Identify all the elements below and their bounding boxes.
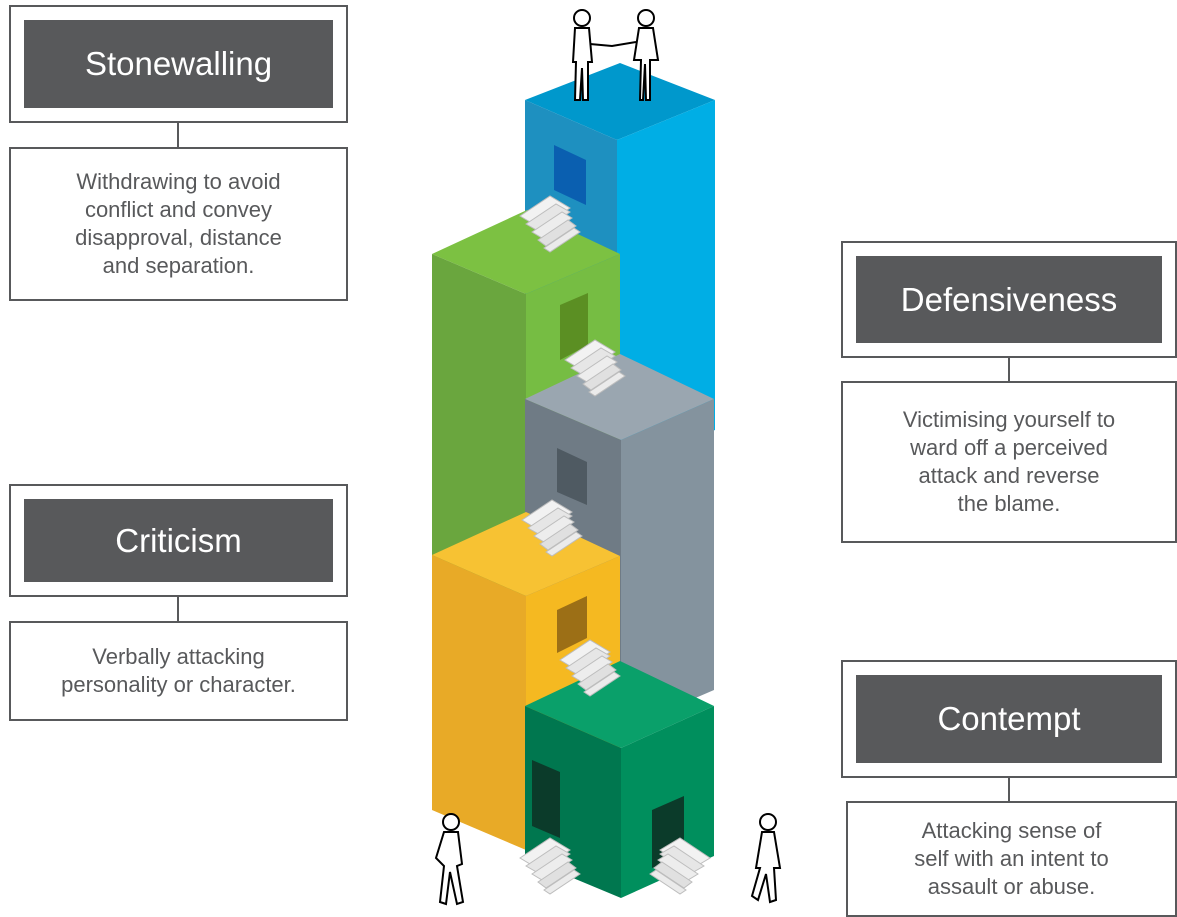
stonewalling-title: Stonewalling xyxy=(24,20,333,108)
criticism-description: Verbally attacking personality or charac… xyxy=(61,644,296,697)
contempt-connector xyxy=(1008,778,1010,802)
contempt-description-box: Attacking sense of self with an intent t… xyxy=(846,801,1177,917)
contempt-description: Attacking sense of self with an intent t… xyxy=(914,818,1109,899)
contempt-title-box: Contempt xyxy=(841,660,1177,778)
criticism-title: Criticism xyxy=(24,499,333,582)
criticism-description-box: Verbally attacking personality or charac… xyxy=(9,621,348,721)
stonewalling-title-box: Stonewalling xyxy=(9,5,348,123)
defensiveness-description: Victimising yourself to ward off a perce… xyxy=(902,407,1116,516)
stonewalling-description-box: Withdrawing to avoid conflict and convey… xyxy=(9,147,348,301)
walking-woman-icon xyxy=(750,813,782,904)
defensiveness-title-box: Defensiveness xyxy=(841,241,1177,358)
handshake-couple-icon xyxy=(571,9,660,101)
yellow-door-icon xyxy=(557,596,587,653)
criticism-title-box: Criticism xyxy=(9,484,348,597)
grey-door-icon xyxy=(557,448,587,505)
contempt-title: Contempt xyxy=(856,675,1162,763)
blue-door-icon xyxy=(554,145,586,205)
walking-man-icon xyxy=(434,813,465,906)
stonewalling-description: Withdrawing to avoid conflict and convey… xyxy=(75,169,282,278)
defensiveness-title: Defensiveness xyxy=(856,256,1162,343)
defensiveness-description-box: Victimising yourself to ward off a perce… xyxy=(841,381,1177,543)
defensiveness-connector xyxy=(1008,358,1010,382)
teal-door-left-icon xyxy=(532,760,560,838)
stonewalling-connector xyxy=(177,123,179,148)
green-door-icon xyxy=(560,293,588,360)
criticism-connector xyxy=(177,597,179,622)
